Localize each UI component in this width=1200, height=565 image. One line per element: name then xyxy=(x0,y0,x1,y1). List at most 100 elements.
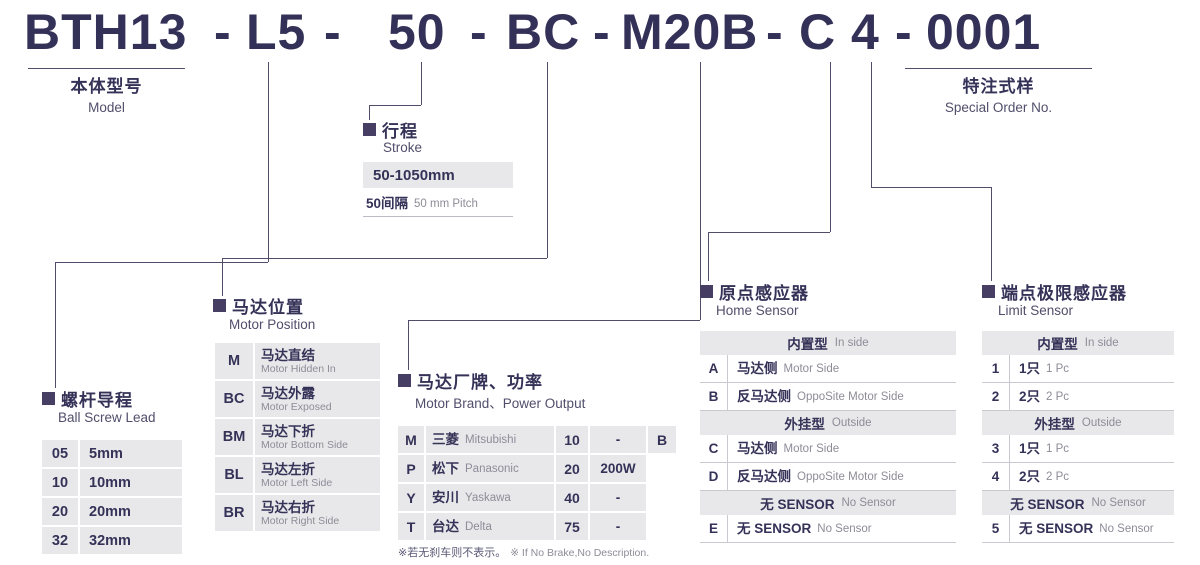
table-row: A 马达侧 Motor Side xyxy=(700,355,956,383)
code-dash-icon: - xyxy=(895,4,913,60)
table-row: BL 马达左折 Motor Left Side xyxy=(215,457,380,493)
sensor-group-header: 外挂型 Outside xyxy=(700,411,956,435)
sensor-zh: 2只 xyxy=(1019,389,1041,404)
sensor-value: 无 SENSOR No Sensor xyxy=(1010,515,1174,542)
connector-lead-h xyxy=(55,262,268,263)
position-value: 马达左折 Motor Left Side xyxy=(255,457,380,493)
table-row: D 反马达侧 OppoSite Motor Side xyxy=(700,463,956,491)
code-segment-stroke: 50 xyxy=(388,4,446,60)
brand-zh: 安川 xyxy=(432,490,459,505)
limit-sensor-table: 内置型 In side 1 1只 1 Pc 2 2只 2 Pc 外挂型 Outs… xyxy=(982,331,1174,543)
table-row: T 台达 Delta 75 - xyxy=(398,513,676,540)
brand-code: Y xyxy=(398,484,424,511)
connector-motor-position-v2 xyxy=(222,258,223,296)
code-segment-motor-position: BC xyxy=(506,4,581,60)
power-value: - xyxy=(590,513,646,540)
sensor-code: E xyxy=(700,515,728,542)
model-label-en: Model xyxy=(88,100,125,115)
lead-value: 5mm xyxy=(80,440,182,467)
sensor-en: 1 Pc xyxy=(1046,362,1070,375)
stroke-section-title: 行程 xyxy=(363,117,418,142)
special-order-label: 特注式样 Special Order No. xyxy=(905,72,1092,115)
power-value: 200W xyxy=(590,455,646,482)
connector-home-sensor-v1 xyxy=(830,62,831,232)
sensor-value: 1只 1 Pc xyxy=(1010,355,1174,382)
group-header-zh: 无 SENSOR xyxy=(1010,497,1085,512)
sensor-en: Motor Side xyxy=(783,362,840,375)
sensor-code: B xyxy=(700,383,728,410)
motor-brand-section-title: 马达厂牌、功率 xyxy=(398,368,543,393)
home-sensor-title-en: Home Sensor xyxy=(716,303,799,318)
brand-name: 安川 Yaskawa xyxy=(426,484,554,511)
sensor-code: A xyxy=(700,355,728,382)
section-bullet-icon xyxy=(700,285,713,298)
brand-zh: 台达 xyxy=(432,519,459,534)
brand-name: 松下 Panasonic xyxy=(426,455,554,482)
table-row: 20 20mm xyxy=(42,498,182,525)
limit-sensor-section-title: 端点极限感应器 xyxy=(982,279,1127,304)
connector-limit-sensor-v2 xyxy=(991,187,992,281)
brand-zh: 松下 xyxy=(432,461,459,476)
brand-code: P xyxy=(398,455,424,482)
sensor-value: 反马达侧 OppoSite Motor Side xyxy=(728,463,956,490)
table-row: 5 无 SENSOR No Sensor xyxy=(982,515,1174,543)
sensor-code: 3 xyxy=(982,435,1010,462)
code-dash-icon: - xyxy=(324,4,342,60)
sensor-code: D xyxy=(700,463,728,490)
connector-motor-position-v1 xyxy=(547,62,548,258)
sensor-zh: 无 SENSOR xyxy=(737,521,812,536)
sensor-en: No Sensor xyxy=(817,522,872,535)
position-zh: 马达右折 xyxy=(261,499,315,515)
lead-value: 10mm xyxy=(80,469,182,496)
code-segment-home-sensor: C xyxy=(799,4,837,60)
sensor-group-header: 内置型 In side xyxy=(982,331,1174,355)
motor-brand-table: M 三菱 Mitsubishi 10 - B P 松下 Panasonic 20… xyxy=(398,426,676,542)
position-value: 马达下折 Motor Bottom Side xyxy=(255,419,380,455)
code-segment-limit-sensor: 4 xyxy=(851,4,880,60)
power-code: 20 xyxy=(556,455,588,482)
power-code: 40 xyxy=(556,484,588,511)
sensor-group-header: 外挂型 Outside xyxy=(982,411,1174,435)
model-label: 本体型号 Model xyxy=(28,72,185,115)
ball-screw-lead-section-title: 螺杆导程 xyxy=(42,386,133,411)
sensor-code: 2 xyxy=(982,383,1010,410)
sensor-zh: 马达侧 xyxy=(737,441,778,456)
code-segment-special-order: 0001 xyxy=(926,4,1042,60)
connector-model-underline xyxy=(28,68,185,69)
sensor-en: 2 Pc xyxy=(1046,390,1070,403)
model-label-zh: 本体型号 xyxy=(70,77,143,96)
sensor-zh: 1只 xyxy=(1019,441,1041,456)
position-code: BM xyxy=(215,419,253,455)
sensor-zh: 马达侧 xyxy=(737,361,778,376)
sensor-code: 4 xyxy=(982,463,1010,490)
stroke-pitch-en: 50 mm Pitch xyxy=(414,197,478,210)
table-row: M 三菱 Mitsubishi 10 - B xyxy=(398,426,676,453)
brand-en: Delta xyxy=(465,520,492,533)
brake-note: ※若无刹车则不表示。※ If No Brake,No Description. xyxy=(398,544,649,560)
motor-brand-title-zh: 马达厂牌、功率 xyxy=(417,373,543,392)
group-header-en: Outside xyxy=(831,417,872,429)
sensor-zh: 无 SENSOR xyxy=(1019,521,1094,536)
sensor-zh: 反马达侧 xyxy=(737,469,791,484)
home-sensor-table: 内置型 In side A 马达侧 Motor Side B 反马达侧 Oppo… xyxy=(700,331,956,543)
connector-limit-sensor-h xyxy=(871,187,991,188)
connector-motor-brand-v1 xyxy=(700,62,701,320)
motor-position-section-title: 马达位置 xyxy=(213,293,304,318)
position-zh: 马达下折 xyxy=(261,423,315,439)
brand-name: 台达 Delta xyxy=(426,513,554,540)
connector-home-sensor-h xyxy=(708,232,830,233)
position-code: BR xyxy=(215,495,253,531)
sensor-group-header: 无 SENSOR No Sensor xyxy=(700,491,956,515)
table-row: E 无 SENSOR No Sensor xyxy=(700,515,956,543)
sensor-en: Motor Side xyxy=(783,442,840,455)
group-header-zh: 外挂型 xyxy=(1034,417,1075,432)
ball-screw-lead-title-en: Ball Screw Lead xyxy=(58,410,156,425)
sensor-value: 马达侧 Motor Side xyxy=(728,435,956,462)
position-value: 马达右折 Motor Right Side xyxy=(255,495,380,531)
motor-position-table: M 马达直结 Motor Hidden In BC 马达外露 Motor Exp… xyxy=(215,343,380,533)
position-zh: 马达左折 xyxy=(261,461,315,477)
table-row: C 马达侧 Motor Side xyxy=(700,435,956,463)
sensor-en: OppoSite Motor Side xyxy=(797,470,904,483)
sensor-en: No Sensor xyxy=(1099,522,1154,535)
